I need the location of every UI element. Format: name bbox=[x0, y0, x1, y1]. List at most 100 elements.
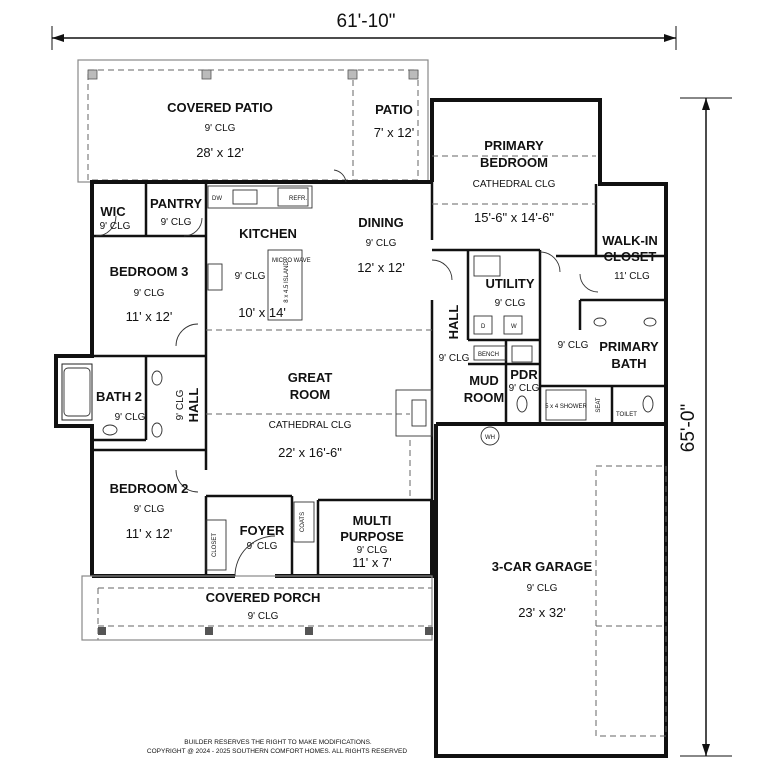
room-hall-left: HALL 9' CLG bbox=[175, 388, 201, 423]
mud-room-name-2: ROOM bbox=[464, 390, 504, 405]
multi-purpose-size: 11' x 7' bbox=[352, 555, 391, 570]
sink-icon bbox=[593, 317, 607, 327]
refrigerator-label: REFR. bbox=[289, 196, 307, 202]
great-room-name-1: GREAT bbox=[288, 370, 333, 385]
coats-label: COATS bbox=[300, 512, 306, 532]
room-utility: UTILITY 9' CLG bbox=[485, 276, 534, 309]
island-label: 8 x 4.5 ISLAND bbox=[284, 261, 290, 303]
sink-icon bbox=[151, 370, 163, 386]
primary-bedroom-size: 15'-6" x 14'-6" bbox=[474, 210, 554, 225]
utility-sink-icon bbox=[473, 255, 501, 277]
fireplace-icon bbox=[395, 389, 433, 437]
footer-line-2: COPYRIGHT @ 2024 - 2025 SOUTHERN COMFORT… bbox=[147, 748, 407, 755]
garage-size: 23' x 32' bbox=[518, 605, 566, 620]
kitchen-ceiling: 9' CLG bbox=[235, 271, 266, 282]
dining-ceiling: 9' CLG bbox=[366, 238, 397, 249]
toilet-label: TOILET bbox=[616, 412, 637, 418]
room-patio: PATIO 7' x 12' bbox=[374, 102, 414, 140]
covered-porch-name: COVERED PORCH bbox=[206, 590, 321, 605]
kitchen-fixtures bbox=[207, 185, 313, 321]
utility-ceiling: 9' CLG bbox=[495, 298, 526, 309]
pdr-ceiling: 9' CLG bbox=[509, 383, 540, 394]
room-primary-bath: PRIMARY BATH 9' CLG bbox=[558, 339, 659, 371]
hall-right-name: HALL bbox=[446, 305, 461, 340]
bedroom3-name: BEDROOM 3 bbox=[110, 264, 189, 279]
dining-size: 12' x 12' bbox=[357, 260, 405, 275]
water-heater-label: WH bbox=[485, 435, 495, 441]
room-wic: WIC 9' CLG bbox=[100, 204, 131, 232]
width-dimension: 61'-10" bbox=[337, 11, 396, 32]
bedroom2-name: BEDROOM 2 bbox=[110, 481, 189, 496]
door-swings bbox=[95, 169, 599, 577]
room-dining: DINING 9' CLG 12' x 12' bbox=[357, 215, 405, 275]
covered-patio-name: COVERED PATIO bbox=[167, 100, 273, 115]
primary-bedroom-name-1: PRIMARY bbox=[484, 138, 544, 153]
dining-name: DINING bbox=[358, 215, 404, 230]
covered-porch-ceiling: 9' CLG bbox=[248, 611, 279, 622]
patio-size: 7' x 12' bbox=[374, 125, 414, 140]
shower-icon bbox=[545, 389, 587, 421]
seat-label: SEAT bbox=[596, 397, 602, 413]
water-heater-icon bbox=[480, 426, 500, 446]
bedroom2-size: 11' x 12' bbox=[126, 526, 173, 541]
kitchen-name: KITCHEN bbox=[239, 226, 297, 241]
wic-ceiling: 9' CLG bbox=[100, 221, 131, 232]
range-icon bbox=[207, 263, 223, 291]
room-covered-patio: COVERED PATIO 9' CLG 28' x 12' bbox=[167, 100, 273, 160]
pantry-name: PANTRY bbox=[150, 196, 202, 211]
bedroom3-ceiling: 9' CLG bbox=[134, 288, 165, 299]
toilet-icon bbox=[516, 395, 528, 413]
primary-bath-name-2: BATH bbox=[611, 356, 646, 371]
room-great-room: GREAT ROOM CATHEDRAL CLG 22' x 16'-6" bbox=[269, 370, 352, 460]
room-foyer: FOYER 9' CLG bbox=[240, 523, 285, 552]
microwave-label: MICRO WAVE bbox=[272, 258, 311, 264]
room-kitchen: KITCHEN 9' CLG 10' x 14' bbox=[235, 226, 297, 320]
ceiling-lines bbox=[97, 155, 667, 737]
covered-patio-outline bbox=[77, 59, 429, 183]
multi-purpose-name-1: MULTI bbox=[353, 513, 392, 528]
room-primary-bedroom: PRIMARY BEDROOM CATHEDRAL CLG 15'-6" x 1… bbox=[473, 138, 556, 225]
kitchen-size: 10' x 14' bbox=[238, 305, 286, 320]
walkin-closet-name-2: CLOSET bbox=[604, 249, 657, 264]
mud-room-name-1: MUD bbox=[469, 373, 499, 388]
depth-dimension: 65'-0" bbox=[678, 404, 699, 452]
hall-left-ceiling: 9' CLG bbox=[175, 389, 186, 420]
garage-ceiling: 9' CLG bbox=[527, 583, 558, 594]
dryer-label: D bbox=[481, 324, 486, 330]
walkin-closet-name-1: WALK-IN bbox=[602, 233, 658, 248]
foyer-ceiling: 9' CLG bbox=[247, 541, 278, 552]
primary-bath-name-1: PRIMARY bbox=[599, 339, 659, 354]
bathtub-icon bbox=[63, 367, 91, 417]
bath-fixtures bbox=[102, 255, 657, 571]
sink-icon bbox=[511, 345, 533, 363]
great-room-ceiling: CATHEDRAL CLG bbox=[269, 420, 352, 431]
great-room-size: 22' x 16'-6" bbox=[278, 445, 342, 460]
exterior-walls bbox=[54, 98, 668, 758]
interior-walls bbox=[92, 182, 666, 576]
shower-label: 5 x 4 SHOWER bbox=[545, 404, 587, 410]
utility-name: UTILITY bbox=[485, 276, 534, 291]
hall-left-name: HALL bbox=[186, 388, 201, 423]
sink-icon bbox=[151, 422, 163, 438]
refrigerator-icon bbox=[277, 187, 309, 207]
patio-name: PATIO bbox=[375, 102, 413, 117]
primary-bedroom-ceiling: CATHEDRAL CLG bbox=[473, 179, 556, 190]
primary-bedroom-name-2: BEDROOM bbox=[480, 155, 548, 170]
bench-label: BENCH bbox=[478, 352, 499, 358]
closet-label: CLOSET bbox=[212, 533, 218, 557]
multi-purpose-name-2: PURPOSE bbox=[340, 529, 404, 544]
bedroom2-ceiling: 9' CLG bbox=[134, 504, 165, 515]
primary-bath-ceiling: 9' CLG bbox=[558, 340, 589, 351]
coat-closet-icon bbox=[293, 501, 315, 543]
multi-purpose-ceiling: 9' CLG bbox=[357, 545, 388, 556]
great-room-name-2: ROOM bbox=[290, 387, 330, 402]
wic-name: WIC bbox=[100, 204, 126, 219]
foyer-name: FOYER bbox=[240, 523, 285, 538]
room-bedroom-2: BEDROOM 2 9' CLG 11' x 12' bbox=[110, 481, 189, 541]
pdr-name: PDR bbox=[510, 367, 538, 382]
bath2-name: BATH 2 bbox=[96, 389, 142, 404]
room-pdr: PDR 9' CLG bbox=[509, 367, 540, 394]
sink-icon bbox=[643, 317, 657, 327]
depth-dimension-line bbox=[680, 97, 732, 757]
